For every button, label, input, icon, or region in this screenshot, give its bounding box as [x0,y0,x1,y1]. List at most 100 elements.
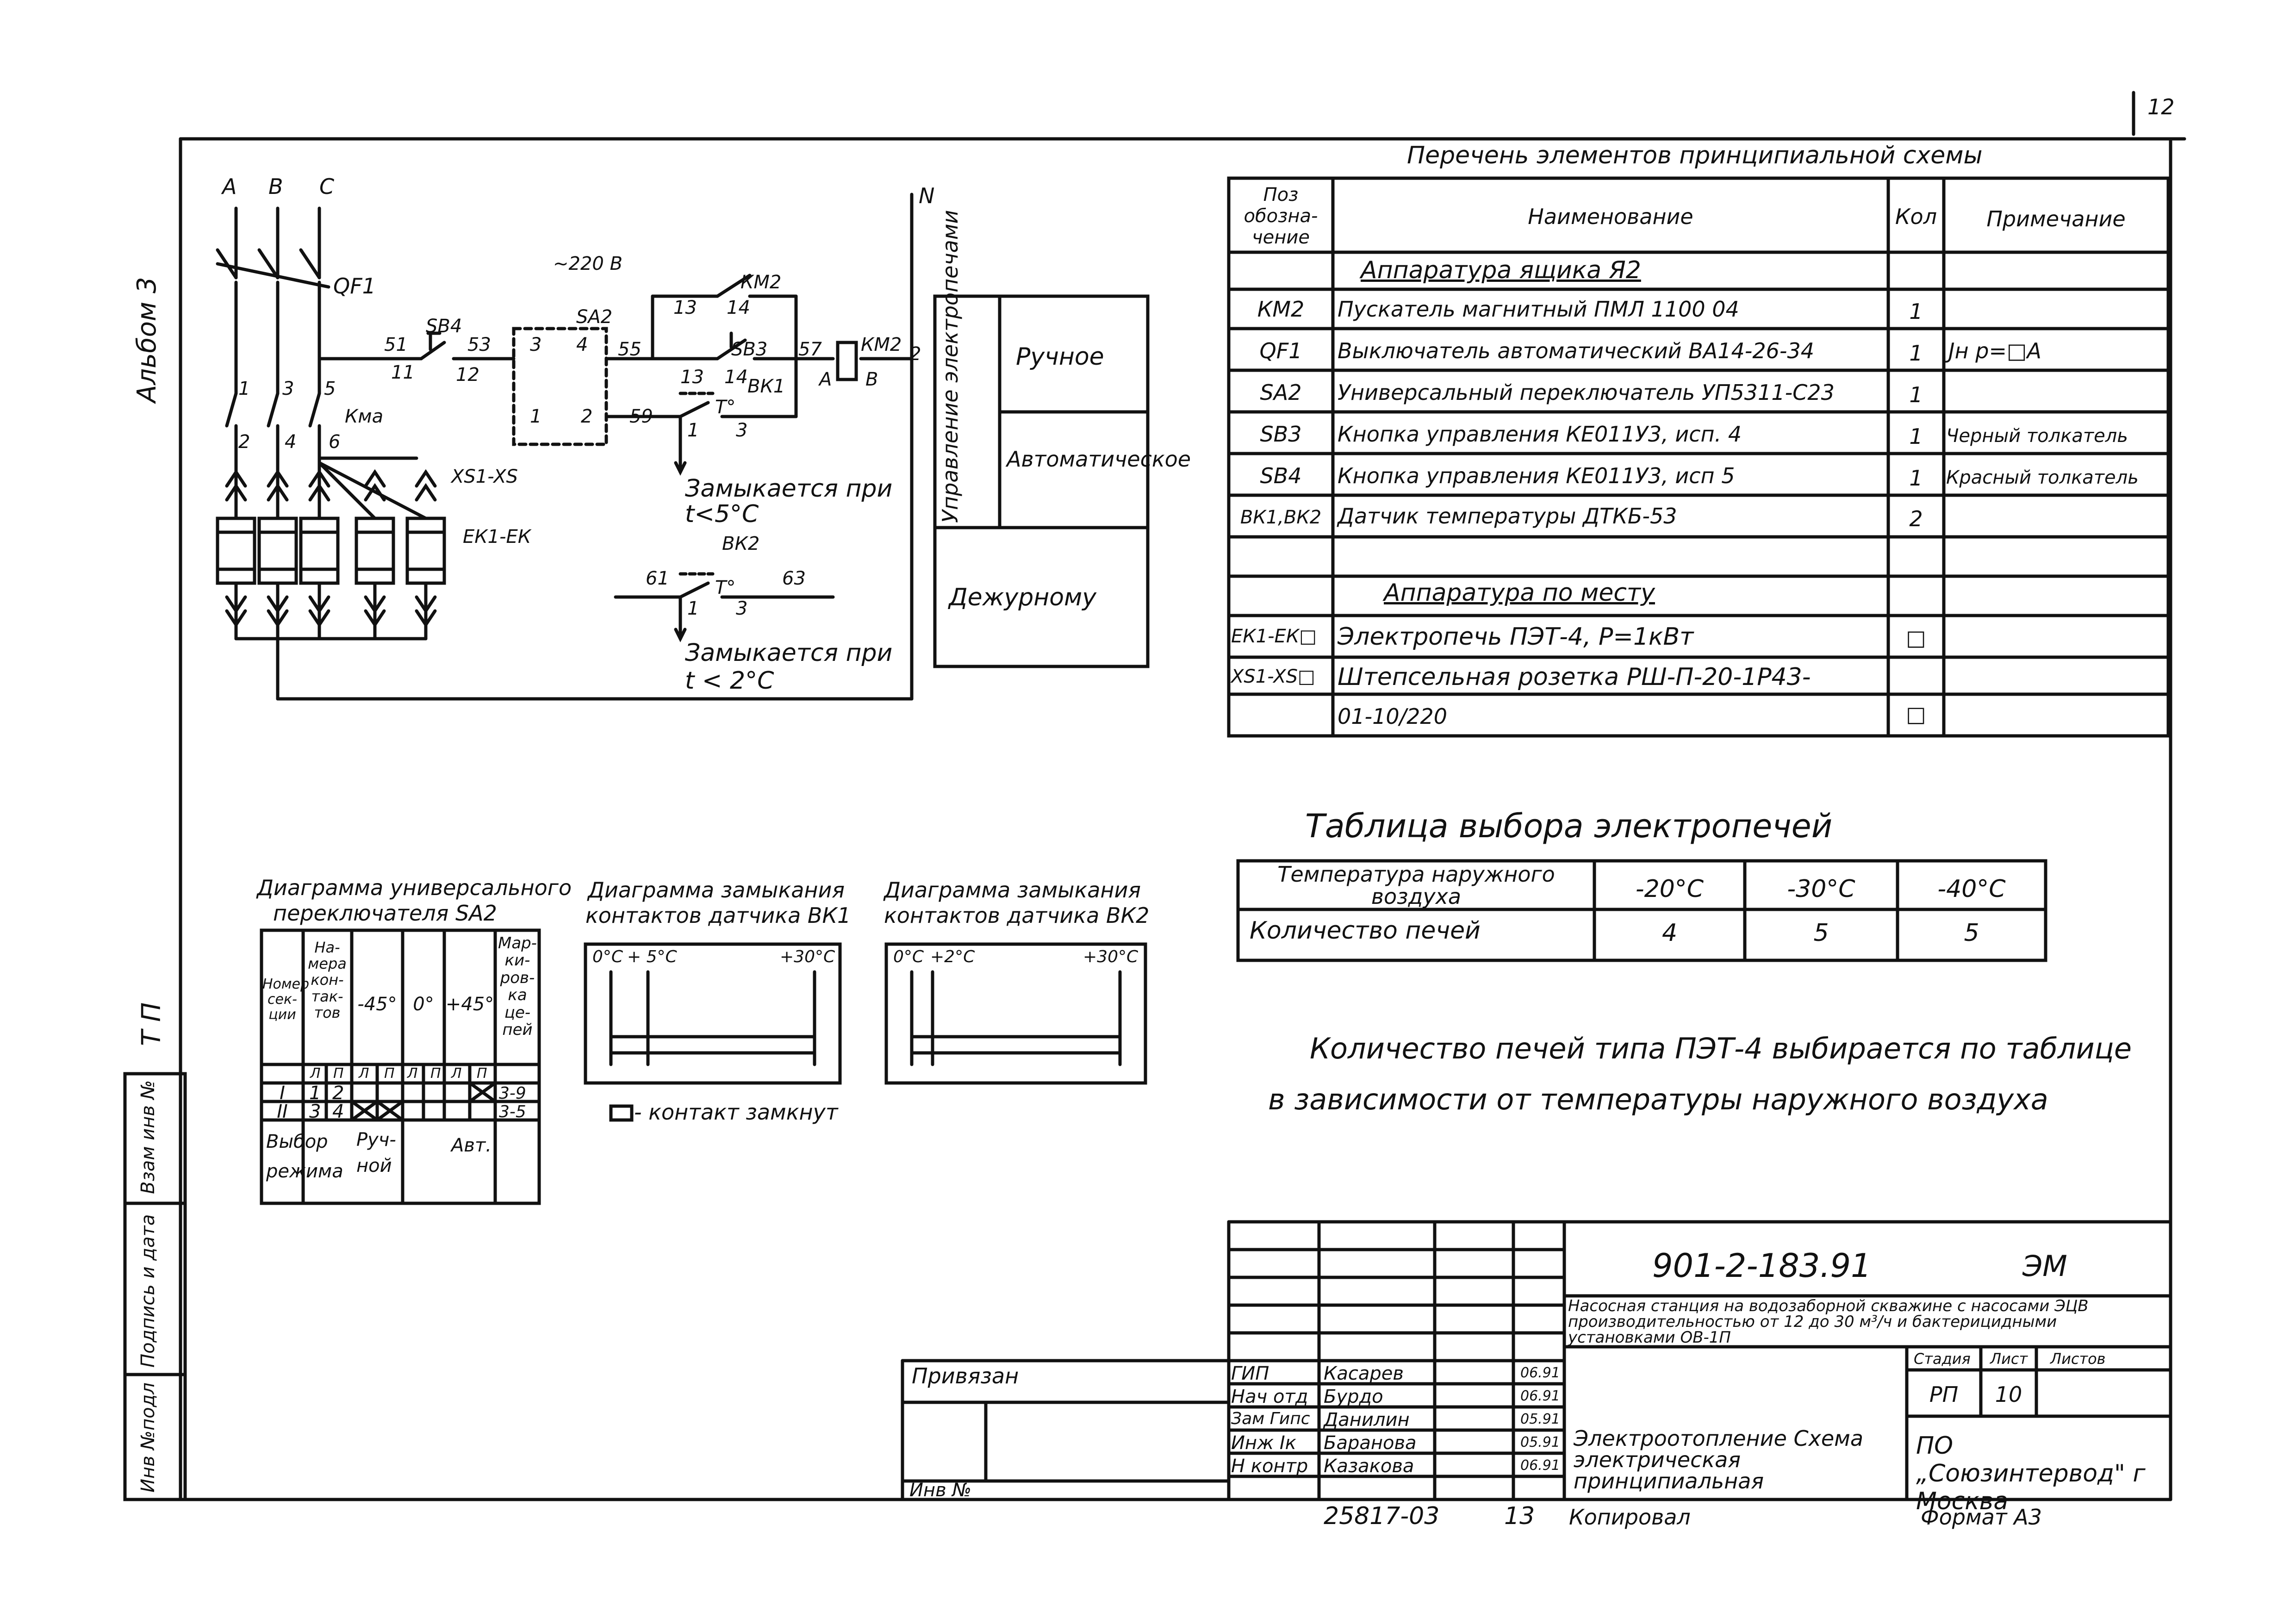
name-5: Казакова [1324,1456,1414,1477]
sa2-row2-section: II [277,1101,288,1122]
row8-pos: XS1-XS□ [1231,666,1315,687]
page-number: 12 [2147,94,2175,119]
bk1-tick-0: 0°С [592,947,623,966]
row9-qty: □ [1906,702,1926,727]
temp-col-2: -30°С [1787,875,1855,903]
bk2-diagram-title-2: контактов датчика ВК2 [884,903,1150,928]
album-label: Альбом 3 [132,277,162,403]
bk1-condition: t<5°С [685,500,759,528]
kma-label: Кма [345,406,384,427]
sheets-header: Листов [2050,1350,2106,1368]
archive-number: 25817-03 [1324,1502,1440,1530]
bottom-sheet-number: 13 [1504,1502,1535,1530]
format-label: Формат А3 [1921,1505,2042,1530]
organization: ПО „Союзинтервод" г Москва [1916,1432,2146,1515]
row2-qty: 1 [1909,341,1923,366]
row3-name: Универсальный переключатель УП5311-С23 [1338,380,1835,405]
count-col-3: 5 [1964,919,1979,947]
section-onsite-equipment: Аппаратура по месту [1384,579,1655,607]
stamp-signature-date: Подпись и дата [137,1214,159,1368]
stage-value: РП [1929,1382,1959,1407]
name-4: Баранова [1324,1432,1417,1454]
mode-automatic: Автоматическое [1007,447,1191,472]
row3-qty: 1 [1909,382,1923,407]
row7-qty: □ [1906,625,1926,650]
stamp-original-inv: Инв №подл [137,1382,159,1493]
wire-12-label: 12 [456,364,479,386]
bk1-diagram-title-1: Диаграмма замыкания [588,877,845,902]
wire-2-label: 2 [909,343,921,365]
bk2-pin-3: 3 [736,598,748,619]
role-5: Н контр [1231,1456,1308,1477]
temp-col-1: -20°С [1635,875,1704,903]
row5-note: Красный толкатель [1946,467,2139,488]
stage-header: Стадия [1914,1350,1971,1368]
sa2-h-marking: Мар- ки- ров- ка це- пей [498,934,537,1039]
bk1-tick-30: +30°С [780,947,835,966]
sa2-sub-8: П [477,1065,487,1082]
date-2: 06.91 [1520,1388,1560,1404]
sa2-pin-4: 4 [576,334,588,355]
date-3: 05.91 [1520,1411,1560,1427]
row1-qty: 1 [1909,299,1923,324]
sa2-pin-1: 1 [530,406,542,427]
sa2-h-section: Номер сек- ции [262,976,310,1023]
header-qty: Кол [1895,204,1937,229]
sa2-row2-marking: 3-5 [499,1102,526,1121]
sa2-mode-auto: Авт. [451,1135,492,1156]
date-4: 05.91 [1520,1434,1560,1450]
header-note: Примечание [1986,206,2126,231]
bk1-diagram-title-2: контактов датчика ВК1 [585,903,851,928]
date-5: 06.91 [1520,1457,1560,1474]
header-name: Наименование [1528,204,1693,229]
sa2-pin-2: 2 [581,406,593,427]
km2-pin-14: 14 [727,297,750,318]
document-mark: ЭМ [2022,1249,2067,1283]
sb3-pin-14: 14 [724,367,748,388]
km2-pin-13: 13 [673,297,697,318]
bk2-close-note: Замыкается при [685,639,893,667]
role-4: Инж Iк [1231,1432,1296,1454]
sa2-pos-plus45: +45° [445,994,494,1015]
bk1-t-symbol: T° [715,397,736,418]
bk2-t-symbol: T° [715,577,736,598]
header-pos: Поз обозна- чение [1244,184,1318,248]
wire-11-label: 11 [391,362,415,383]
row6-qty: 2 [1909,506,1923,531]
copied-label: Копировал [1569,1505,1691,1530]
sa2-row2-c1: 3 [309,1101,321,1122]
neutral-label: N [919,183,935,208]
sheet-header: Лист [1990,1350,2028,1368]
sa2-mode-label: Выбор режима [266,1131,343,1182]
wire-59-label: 59 [629,406,653,427]
heater-row-temp-label: Температура наружного воздуха [1277,862,1555,909]
sa2-h-contacts: На- мера кон- так- тов [308,939,347,1021]
wire-55-label: 55 [618,339,641,360]
bk2-pin-1: 1 [687,598,699,619]
coil-pin-b: В [865,369,878,390]
note-line-2: в зависимости от температуры наружного в… [1268,1083,2048,1116]
sa2-row1-c1: 1 [309,1083,321,1104]
bk1-tick-5: + 5°С [627,947,677,966]
name-1: Касарев [1324,1363,1404,1384]
role-3: Зам Гипс [1231,1409,1310,1428]
sa2-label: SA2 [576,306,613,328]
bk2-diagram-title-1: Диаграмма замыкания [884,877,1141,902]
pin-1-label: 1 [238,378,250,399]
date-1: 06.91 [1520,1365,1560,1381]
sa2-sub-2: П [333,1065,344,1082]
temp-col-3: -40°С [1937,875,2006,903]
wire-51-label: 51 [384,334,408,355]
wire-63-label: 63 [782,568,806,589]
elements-list-title: Перечень элементов принципиальной схемы [1407,142,1983,169]
row3-pos: SA2 [1260,380,1302,405]
sa2-sub-3: Л [359,1065,369,1082]
sb4-label: SB4 [426,316,462,337]
name-3: Данилин [1324,1409,1410,1431]
bk2-label: ВК2 [722,533,760,554]
xs-socket-label: XS1-XS [451,466,518,487]
sa2-row1-c2: 2 [332,1083,344,1104]
row4-note: Черный толкатель [1946,425,2128,447]
note-line-1: Количество печей типа ПЭТ-4 выбирается п… [1310,1032,2132,1065]
